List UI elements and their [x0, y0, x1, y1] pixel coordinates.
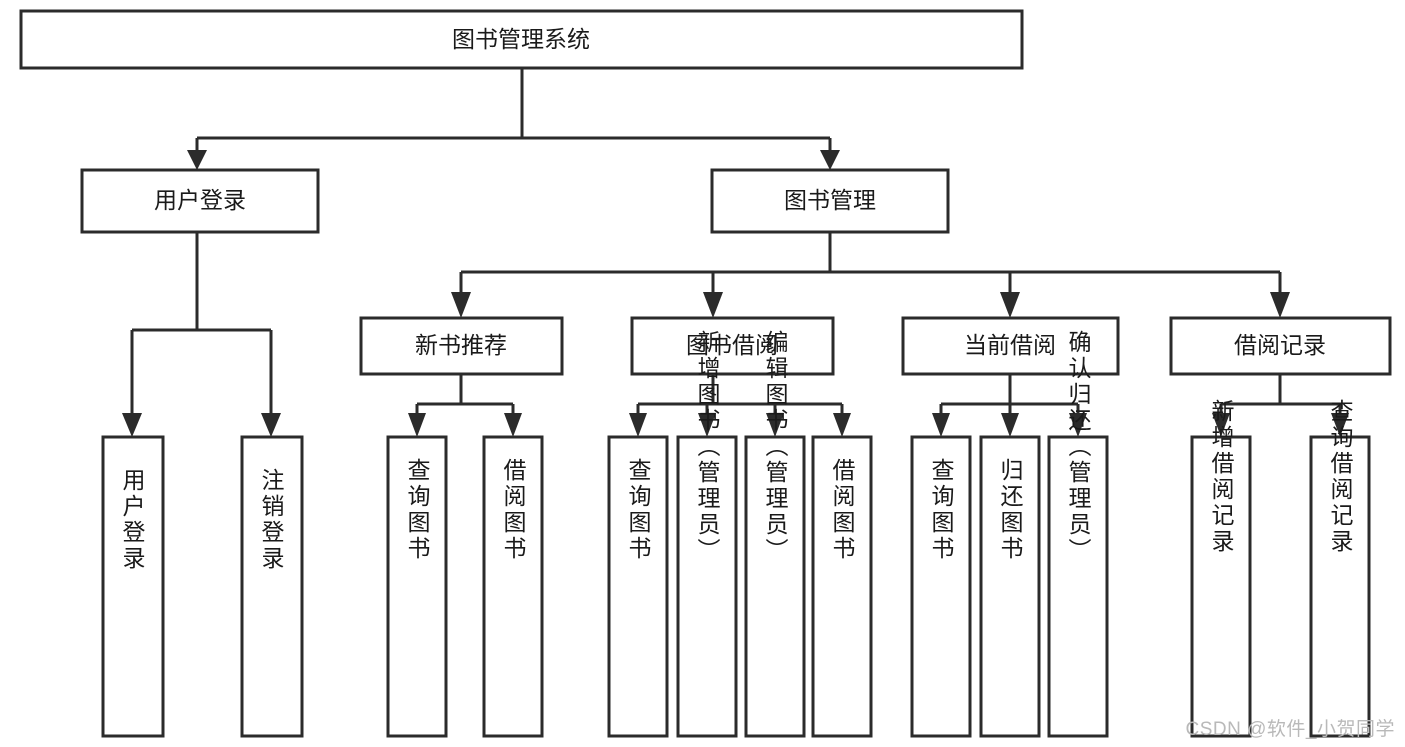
leaf-book-borrow-1-box[interactable] — [607, 435, 669, 738]
node-book-borrow[interactable]: 图书借阅 — [630, 316, 835, 376]
arrow-bm-to-n4 — [1270, 292, 1290, 318]
node-current-borrow-box[interactable] — [901, 316, 1120, 376]
arrow-g3-l3 — [1069, 413, 1087, 437]
node-borrow-record[interactable]: 借阅记录 — [1169, 316, 1392, 376]
leaf-book-borrow-3[interactable] — [744, 435, 806, 738]
node-new-book-recommend-label: 新书推荐 — [415, 332, 507, 358]
node-user-login-box[interactable] — [80, 168, 320, 234]
leaf-book-borrow-4-label: 借阅图书 — [829, 458, 856, 562]
leaf-current-borrow-1-box[interactable] — [910, 435, 972, 738]
arrow-g2-l2 — [698, 413, 716, 437]
leaf-new-book-2-label: 借阅图书 — [500, 458, 527, 562]
node-root-box[interactable] — [19, 9, 1024, 70]
leaf-current-borrow-2-label: 归还图书 — [997, 458, 1024, 562]
arrow-g1-l2 — [504, 413, 522, 437]
leaf-book-borrow-2[interactable] — [676, 435, 738, 738]
node-book-management-box[interactable] — [710, 168, 950, 234]
arrow-bm-to-n1 — [451, 292, 471, 318]
leaf-user-login-2-box[interactable] — [240, 435, 304, 738]
arrow-root-to-bookmgmt — [820, 150, 840, 170]
node-book-borrow-label: 图书借阅 — [686, 332, 778, 358]
arrow-bm-to-n3 — [1000, 292, 1020, 318]
leaf-current-borrow-3[interactable] — [1047, 435, 1109, 738]
leaf-user-login-1[interactable] — [101, 435, 165, 738]
node-root-label: 图书管理系统 — [452, 26, 590, 52]
node-user-login-label: 用户登录 — [154, 187, 246, 213]
arrow-g1-l1 — [408, 413, 426, 437]
arrow-login-leaf2 — [261, 413, 281, 437]
node-book-management-label: 图书管理 — [784, 187, 876, 213]
arrow-login-leaf1 — [122, 413, 142, 437]
leaf-borrow-record-1-box[interactable] — [1190, 435, 1252, 738]
leaf-borrow-record-2-label: 查询借阅记录 — [1327, 399, 1354, 555]
arrow-g2-l3 — [766, 413, 784, 437]
leaf-borrow-record-1[interactable] — [1190, 435, 1252, 738]
leaf-current-borrow-1-label: 查询图书 — [928, 458, 955, 562]
arrow-bm-to-n2 — [703, 292, 723, 318]
leaf-book-borrow-1-label: 查询图书 — [625, 458, 652, 562]
leaf-new-book-1[interactable] — [386, 435, 448, 738]
node-borrow-record-box[interactable] — [1169, 316, 1392, 376]
leaf-current-borrow-2-box[interactable] — [979, 435, 1041, 738]
leaf-user-login-1-label: 用户登录 — [119, 468, 146, 572]
leaf-book-borrow-3-box[interactable] — [744, 435, 806, 738]
node-current-borrow-label: 当前借阅 — [964, 332, 1056, 358]
node-root[interactable]: 图书管理系统 — [19, 9, 1024, 70]
node-new-book-recommend[interactable]: 新书推荐 — [359, 316, 564, 376]
leaf-book-borrow-1[interactable] — [607, 435, 669, 738]
leaf-book-borrow-4[interactable] — [811, 435, 873, 738]
leaf-borrow-record-2-box[interactable] — [1309, 435, 1371, 738]
leaf-borrow-record-1-label: 新增借阅记录 — [1208, 399, 1235, 555]
leaf-user-login-2[interactable] — [240, 435, 304, 738]
leaf-current-borrow-3-box[interactable] — [1047, 435, 1109, 738]
arrow-g4-l2 — [1331, 413, 1349, 437]
node-new-book-recommend-box[interactable] — [359, 316, 564, 376]
leaf-new-book-2-box[interactable] — [482, 435, 544, 738]
node-user-login[interactable]: 用户登录 — [80, 168, 320, 234]
leaf-user-login-2-label: 注销登录 — [258, 468, 285, 572]
leaf-new-book-2[interactable] — [482, 435, 544, 738]
arrow-g4-l1 — [1212, 413, 1230, 437]
arrow-g3-l2 — [1001, 413, 1019, 437]
arrow-g3-l1 — [932, 413, 950, 437]
arrow-g2-l4 — [833, 413, 851, 437]
leaf-book-borrow-3-label: 编辑图书（管理员） — [762, 330, 789, 564]
leaf-current-borrow-1[interactable] — [910, 435, 972, 738]
leaf-borrow-record-2[interactable] — [1309, 435, 1371, 738]
leaf-new-book-1-label: 查询图书 — [404, 458, 431, 562]
leaf-new-book-1-box[interactable] — [386, 435, 448, 738]
leaf-current-borrow-3-label: 确认归还（管理员） — [1065, 330, 1092, 564]
node-current-borrow[interactable]: 当前借阅 — [901, 316, 1120, 376]
node-book-borrow-box[interactable] — [630, 316, 835, 376]
leaf-current-borrow-2[interactable] — [979, 435, 1041, 738]
connector-layer — [122, 68, 1349, 437]
arrow-g2-l1 — [629, 413, 647, 437]
leaf-label-layer: 用户登录 注销登录 查询图书 借阅图书 查询图书 新增图书（管理员） 编辑图书（… — [119, 330, 1354, 572]
leaf-book-borrow-2-box[interactable] — [676, 435, 738, 738]
node-book-management[interactable]: 图书管理 — [710, 168, 950, 234]
arrow-root-to-login — [187, 150, 207, 170]
leaf-book-borrow-2-label: 新增图书（管理员） — [694, 330, 721, 564]
node-borrow-record-label: 借阅记录 — [1234, 332, 1326, 358]
leaf-user-login-1-box[interactable] — [101, 435, 165, 738]
leaf-book-borrow-4-box[interactable] — [811, 435, 873, 738]
